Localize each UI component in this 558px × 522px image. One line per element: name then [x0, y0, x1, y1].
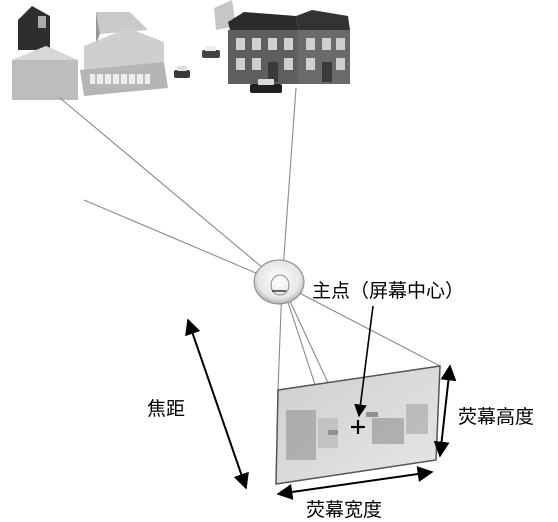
principal-point-arrow: [354, 305, 374, 418]
screen-width-label: 荧幕宽度: [306, 499, 382, 521]
projection-screen: [275, 365, 441, 485]
lens: [253, 259, 305, 305]
screen-height-arrow: [433, 364, 457, 458]
car: [250, 79, 282, 93]
focal-length-label: 焦距: [147, 398, 185, 420]
house-right: [214, 0, 350, 84]
car: [202, 46, 220, 58]
screen-height-label: 荧幕高度: [458, 406, 534, 428]
focal-length-arrow: [185, 318, 249, 490]
house-cluster: [12, 0, 350, 100]
principal-point-label: 主点（屏幕中心）: [312, 280, 464, 302]
house-left: [12, 6, 78, 100]
principal-point-marker: [351, 420, 365, 434]
house-middle: [80, 12, 168, 96]
screen-width-arrow: [276, 466, 434, 500]
car: [174, 66, 190, 78]
